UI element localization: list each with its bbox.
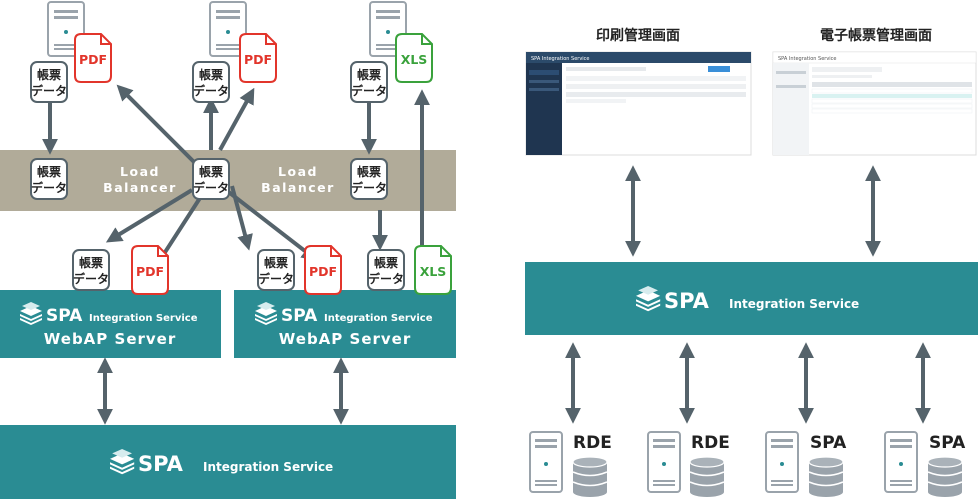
pdf-label: PDF [136,264,164,279]
ebook-app-title: SPA Integration Service [778,56,837,62]
ebook-screen-thumbnail: SPA Integration Service [772,51,977,156]
webap-server-2 [234,290,456,358]
storage-4-label: SPA [929,433,966,453]
xls-label: XLS [401,52,428,67]
load-balancer-label-2-line2: Balancer [261,180,335,195]
webap-1-label: WebAP Server [44,330,176,348]
print-screen-thumbnail: SPA Integration Service [525,51,752,156]
pdf-file-icon-2: PDF [239,33,277,83]
right-flow-arrows [565,165,931,424]
db-server-icon [765,431,799,493]
pdf-file-icon-3: PDF [131,245,169,295]
pdf-label: PDF [244,52,272,67]
db-server-icon [647,431,681,493]
print-app-title: SPA Integration Service [531,56,590,62]
webap-2-spa-product: Integration Service [324,313,433,324]
storage-2: RDE [647,431,730,498]
doc-label-line2: データ [31,83,67,98]
load-balancer-label-1-line1: Load [120,164,160,179]
storage-4: SPA [884,431,966,498]
doc-box-webap1: 帳票 データ [72,249,110,291]
ebook-screen-title: 電子帳票管理画面 [820,27,932,44]
doc-box-lb-center: 帳票 データ [192,158,230,200]
doc-label-line2: データ [258,271,294,286]
doc-label-line2: データ [31,180,67,195]
spa-right-product: Integration Service [729,297,859,311]
storage-3-label: SPA [810,433,847,453]
spa-integration-service-right [525,262,978,335]
xls-file-icon-1: XLS [395,33,433,83]
db-server-icon [884,431,918,493]
doc-label-line2: データ [73,271,109,286]
webap-1-spa-product: Integration Service [89,313,198,324]
flow-arrows [42,84,430,425]
storage-2-label: RDE [691,433,730,453]
doc-label-line2: データ [368,271,404,286]
doc-box-webap2-left: 帳票 データ [257,249,295,291]
storage-1-label: RDE [573,433,612,453]
pdf-label: PDF [79,52,107,67]
spa-integration-service-left [0,425,456,499]
doc-label-line1: 帳票 [37,164,61,179]
doc-box-lb-left: 帳票 データ [30,158,68,200]
print-screen-title: 印刷管理画面 [596,27,680,44]
spa-left-product: Integration Service [203,460,333,474]
db-server-icon [529,431,563,493]
spa-right-brand: SPA [664,289,710,313]
webap-1-spa-brand: SPA [46,306,83,326]
doc-label-line1: 帳票 [264,255,288,270]
doc-label-line1: 帳票 [374,255,398,270]
database-icon [927,456,963,498]
pdf-file-icon-1: PDF [74,33,112,83]
doc-box-lb-right: 帳票 データ [350,158,388,200]
storage-1: RDE [529,431,612,498]
pdf-file-icon-4: PDF [304,245,342,295]
doc-box-server1: 帳票 データ [30,61,68,103]
load-balancer-label-1-line2: Balancer [103,180,177,195]
doc-box-server3: 帳票 データ [350,61,388,103]
doc-label-line1: 帳票 [357,164,381,179]
doc-label-line1: 帳票 [37,67,61,82]
xls-label: XLS [420,264,447,279]
doc-label-line2: データ [351,83,387,98]
doc-label-line2: データ [193,83,229,98]
doc-box-webap2-right: 帳票 データ [367,249,405,291]
webap-2-spa-brand: SPA [281,306,318,326]
webap-server-1 [0,290,221,358]
doc-box-server2: 帳票 データ [192,61,230,103]
doc-label-line1: 帳票 [357,67,381,82]
spa-left-brand: SPA [138,452,184,476]
storage-3: SPA [765,431,847,498]
database-icon [572,456,608,498]
doc-label-line1: 帳票 [79,255,103,270]
xls-file-icon-2: XLS [414,245,452,295]
doc-label-line1: 帳票 [199,67,223,82]
doc-label-line2: データ [351,180,387,195]
load-balancer-label-2-line1: Load [278,164,318,179]
doc-label-line2: データ [193,180,229,195]
doc-label-line1: 帳票 [199,164,223,179]
pdf-label: PDF [309,264,337,279]
webap-2-label: WebAP Server [279,330,411,348]
database-icon [689,456,725,498]
database-icon [808,456,844,498]
